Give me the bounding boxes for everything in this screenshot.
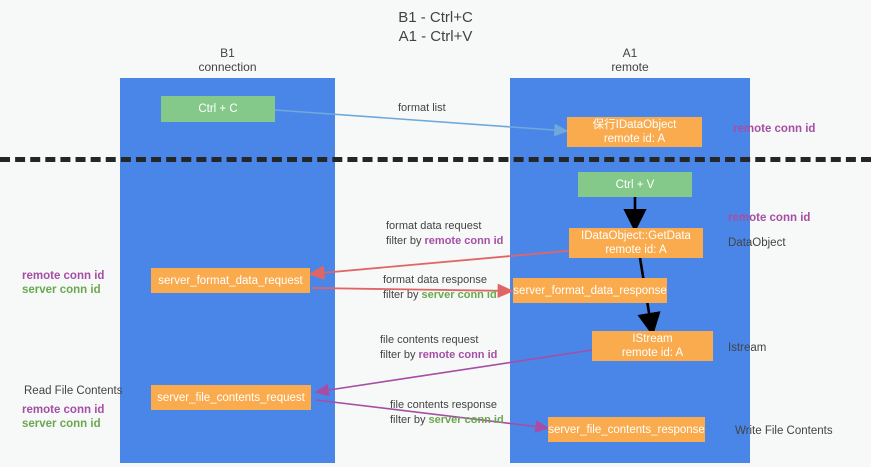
annotation-left-server-conn-id-bottom: server conn id: [22, 418, 101, 430]
annotation-right-istream: Istream: [728, 341, 766, 355]
node-istream-line-2: remote id: A: [621, 347, 684, 359]
node-server-format-data-response[interactable]: server_format_data_response: [513, 278, 667, 303]
edge-label-format-data-response-filter: filter by server conn id: [383, 288, 497, 303]
node-server-file-contents-request[interactable]: server_file_contents_request: [151, 385, 311, 410]
edge-label-format-data-response: format data response filter by server co…: [383, 273, 497, 303]
filter-prefix: filter by: [386, 235, 425, 247]
filter-value-server-conn-id: server conn id: [421, 289, 497, 301]
node-ctrl-v-label: Ctrl + V: [615, 178, 655, 191]
edge-label-file-contents-request-filter: filter by remote conn id: [380, 348, 497, 363]
edge-label-format-data-request-title: format data request: [386, 220, 482, 232]
annotation-left-read-file-contents: Read File Contents: [24, 384, 122, 398]
node-idataobject-getdata[interactable]: IDataObject::GetData remote id: A: [569, 228, 703, 258]
filter-prefix: filter by: [390, 414, 429, 426]
annotation-left-read-file-contents-text: Read File Contents: [24, 385, 123, 397]
node-ctrl-c[interactable]: Ctrl + C: [161, 96, 275, 122]
node-data-object-top[interactable]: 保行IDataObject remote id: A: [567, 117, 702, 147]
annotation-left-server-conn-id-mid: server conn id: [22, 284, 101, 296]
node-getdata-line-1: IDataObject::GetData: [581, 230, 691, 242]
node-istream[interactable]: IStream remote id: A: [592, 331, 713, 361]
node-server-format-data-request[interactable]: server_format_data_request: [151, 268, 310, 293]
page-title-line-1: B1 - Ctrl+C: [398, 9, 473, 26]
edge-label-file-contents-response-title: file contents response: [390, 399, 498, 411]
annotation-left-conn-ids-mid: remote conn id server conn id: [22, 269, 104, 297]
node-getdata-line-2: remote id: A: [605, 244, 667, 256]
section-divider: [0, 157, 871, 162]
page-title: B1 - Ctrl+C A1 - Ctrl+V: [0, 8, 871, 46]
annotation-left-remote-conn-id-bottom: remote conn id: [22, 404, 105, 416]
edge-label-file-contents-response-filter: filter by server conn id: [390, 413, 504, 428]
edge-label-file-contents-request: file contents request filter by remote c…: [380, 333, 497, 363]
node-server-file-contents-response-label: server_file_contents_response: [548, 423, 705, 436]
edge-label-format-list-text: format list: [398, 102, 446, 114]
annotation-right-remote-conn-id-mid: remote conn id: [728, 211, 810, 225]
annotation-right-data-object: DataObject: [728, 236, 786, 250]
filter-prefix: filter by: [383, 289, 422, 301]
page-title-line-2: A1 - Ctrl+V: [398, 28, 473, 45]
annotation-left-conn-ids-bottom: remote conn id server conn id: [22, 403, 104, 431]
annotation-right-write-file-contents-text: Write File Contents: [735, 425, 833, 437]
edge-label-format-list: format list: [398, 101, 446, 116]
filter-value-remote-conn-id: remote conn id: [424, 235, 504, 247]
annotation-right-istream-text: Istream: [728, 342, 767, 354]
annotation-right-remote-conn-id-top: remote conn id: [733, 122, 815, 136]
node-server-file-contents-request-label: server_file_contents_request: [157, 391, 305, 404]
lane-header-b1-role: connection: [198, 60, 257, 74]
edge-label-file-contents-response: file contents response filter by server …: [390, 398, 504, 428]
lane-header-b1-name: B1: [220, 46, 235, 60]
node-data-object-top-line-1: 保行IDataObject: [592, 119, 677, 131]
filter-prefix: filter by: [380, 349, 419, 361]
annotation-right-remote-conn-id-mid-text: remote conn id: [728, 212, 811, 224]
lane-header-a1-role: remote: [611, 60, 649, 74]
edge-label-format-data-request-filter: filter by remote conn id: [386, 234, 503, 249]
annotation-left-remote-conn-id-mid: remote conn id: [22, 270, 105, 282]
edge-label-format-data-request: format data request filter by remote con…: [386, 219, 503, 249]
node-ctrl-c-label: Ctrl + C: [198, 103, 238, 115]
node-server-format-data-request-label: server_format_data_request: [158, 274, 303, 287]
lane-header-b1: B1 connection: [120, 46, 335, 74]
lane-header-a1: A1 remote: [510, 46, 750, 74]
filter-value-server-conn-id: server conn id: [428, 414, 504, 426]
filter-value-remote-conn-id: remote conn id: [418, 349, 498, 361]
annotation-right-remote-conn-id-top-text: remote conn id: [733, 123, 816, 135]
edge-label-format-data-response-title: format data response: [383, 274, 487, 286]
node-data-object-top-line-2: remote id: A: [603, 133, 666, 145]
node-server-format-data-response-label: server_format_data_response: [513, 284, 667, 297]
node-istream-line-1: IStream: [632, 333, 673, 345]
annotation-right-data-object-text: DataObject: [728, 237, 786, 249]
lane-header-a1-name: A1: [622, 46, 638, 60]
annotation-right-write-file-contents: Write File Contents: [735, 424, 833, 438]
node-server-file-contents-response[interactable]: server_file_contents_response: [548, 417, 705, 442]
edge-label-file-contents-request-title: file contents request: [380, 334, 479, 346]
node-ctrl-v[interactable]: Ctrl + V: [578, 172, 692, 197]
